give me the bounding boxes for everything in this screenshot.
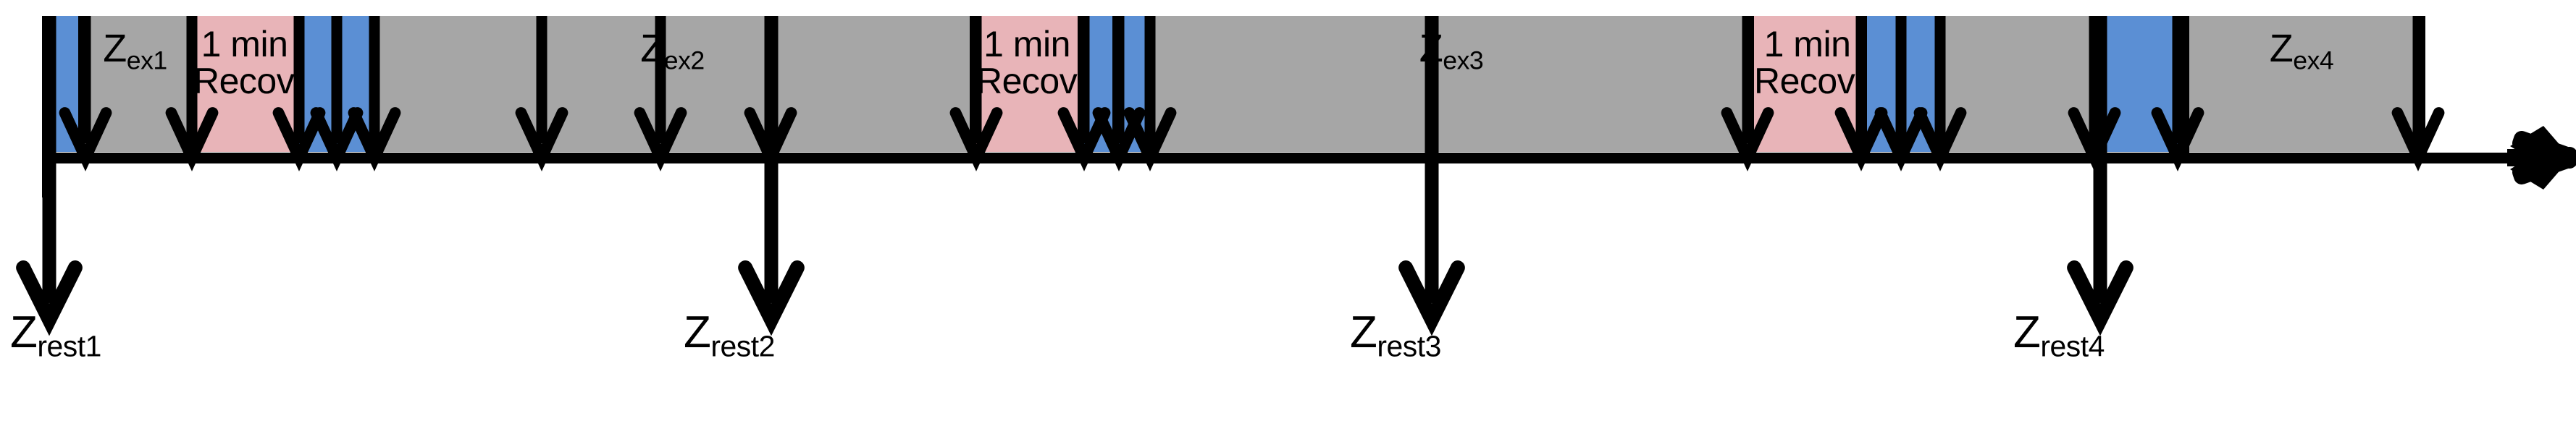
- time-axis-arrowhead-icon: [2507, 123, 2576, 194]
- measurement-marker-arrow: [634, 16, 687, 171]
- measurement-marker-arrow: [2151, 16, 2204, 171]
- measurement-marker-arrow: [1123, 16, 1177, 171]
- measurement-marker-arrow: [1057, 16, 1111, 171]
- measurement-marker-arrow: [348, 16, 401, 171]
- z-symbol: Z: [10, 307, 38, 357]
- z-subscript: rest3: [1377, 329, 1441, 363]
- z-subscript: rest2: [710, 329, 775, 363]
- recovery-duration: 1 min: [983, 24, 1070, 64]
- z-rest-2-label: Zrest2: [684, 307, 775, 363]
- measurement-marker-arrow: [272, 16, 326, 171]
- measurement-marker-arrow: [2391, 16, 2445, 171]
- rest-measurement-arrow: [16, 16, 83, 336]
- z-subscript: ex3: [1443, 46, 1484, 75]
- measurement-marker-arrow: [949, 16, 1003, 171]
- z-subscript: rest4: [2040, 329, 2105, 363]
- z-rest-4-label: Zrest4: [2013, 307, 2105, 363]
- rest-measurement-arrow: [1398, 16, 1465, 336]
- z-symbol: Z: [103, 27, 127, 70]
- rest-measurement-arrow: [2067, 16, 2134, 336]
- measurement-marker-arrow: [1834, 16, 1888, 171]
- z-subscript: ex2: [663, 46, 705, 75]
- z-subscript: ex4: [2293, 46, 2334, 75]
- time-axis-line: [42, 153, 2519, 163]
- band-label-ex1: Zex1: [82, 27, 188, 75]
- z-rest-3-label: Zrest3: [1350, 307, 1441, 363]
- measurement-marker-arrow: [165, 16, 219, 171]
- z-subscript: ex1: [126, 46, 167, 75]
- band-ex4: Zex4: [2189, 16, 2414, 152]
- measurement-marker-arrow: [1874, 16, 1928, 171]
- z-symbol: Z: [2269, 27, 2294, 70]
- recovery-duration: 1 min: [201, 24, 288, 64]
- measurement-marker-arrow: [1913, 16, 1967, 171]
- band-gapx: [1945, 16, 2094, 152]
- measurement-marker-arrow: [310, 16, 364, 171]
- z-symbol: Z: [2013, 307, 2041, 357]
- z-rest-1-label: Zrest1: [10, 307, 101, 363]
- rest-measurement-arrow: [738, 16, 805, 336]
- band-ex3: Zex3: [1155, 16, 1748, 152]
- band-label-ex4: Zex4: [2189, 27, 2414, 75]
- z-symbol: Z: [1350, 307, 1377, 357]
- z-subscript: rest1: [37, 329, 101, 363]
- measurement-marker-arrow: [515, 16, 569, 171]
- recovery-duration: 1 min: [1763, 24, 1851, 64]
- measurement-marker-arrow: [59, 16, 112, 171]
- measurement-marker-arrow: [1721, 16, 1774, 171]
- z-symbol: Z: [684, 307, 711, 357]
